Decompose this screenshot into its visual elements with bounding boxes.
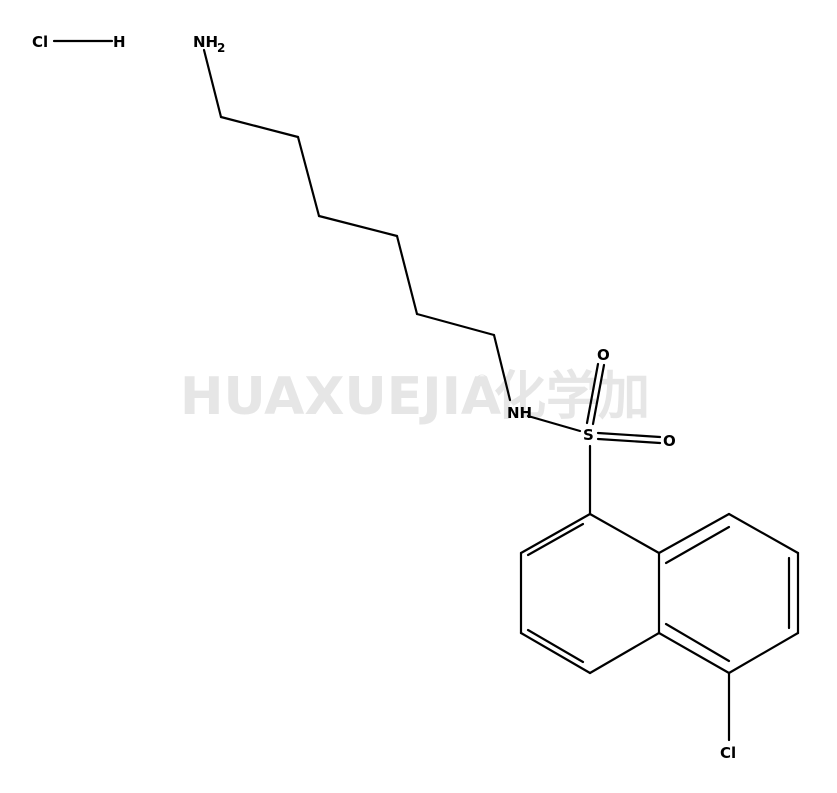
bond-c8a-c8-inner — [664, 525, 731, 565]
bond-c2-c3 — [296, 135, 321, 218]
bond-c1-c2 — [219, 115, 300, 139]
atom-oxygen-right: O — [663, 432, 676, 450]
watermark-registered-mark: ® — [474, 371, 490, 390]
atom-hcl-h: H — [113, 33, 126, 51]
bond-s-o-top-a — [585, 362, 600, 425]
watermark-chinese-text: 化学加 — [494, 367, 650, 427]
bond-n-c1 — [202, 48, 223, 119]
atom-sulfonamide-nh: NH — [507, 404, 532, 422]
watermark-text: HUAXUEJIA — [180, 367, 501, 427]
atom-sulfur: S — [583, 426, 594, 444]
bond-c8-c7 — [727, 512, 800, 555]
bond-c1-c2ring — [519, 512, 592, 555]
bond-c4-c4a — [588, 631, 661, 675]
bond-nh-s — [526, 414, 582, 433]
bond-c8a-c8 — [657, 512, 731, 555]
bond-c1-c2ring-inner — [526, 522, 585, 557]
bond-c4-c5 — [395, 234, 419, 316]
bond-c5-c6 — [415, 312, 496, 337]
bond-c3-c4ring — [519, 631, 592, 675]
atom-hcl-cl: Cl — [32, 33, 48, 51]
bond-s-o-top-b — [591, 363, 606, 426]
atom-oxygen-top: O — [597, 346, 610, 364]
bond-c6-c5 — [727, 631, 800, 675]
bond-c3-c4ring-inner — [526, 628, 585, 664]
bond-c6-nh — [492, 333, 512, 402]
bond-c5-c4a — [657, 631, 731, 675]
atom-amine-nh: NH — [193, 33, 218, 51]
bonds — [52, 39, 800, 742]
bond-c3-c4 — [317, 214, 399, 238]
bond-s-o-right-b — [596, 437, 662, 445]
atom-ring-chlorine: Cl — [720, 744, 736, 762]
bond-c5-c4a-inner — [664, 622, 731, 663]
bond-s-o-right-a — [596, 431, 662, 439]
bond-c8a-c1 — [588, 512, 661, 555]
atom-labels: Cl H NH 2 NH S O O Cl — [32, 33, 736, 762]
watermark: HUAXUEJIA ® 化学加 — [180, 367, 650, 427]
atom-amine-subscript: 2 — [217, 41, 225, 55]
